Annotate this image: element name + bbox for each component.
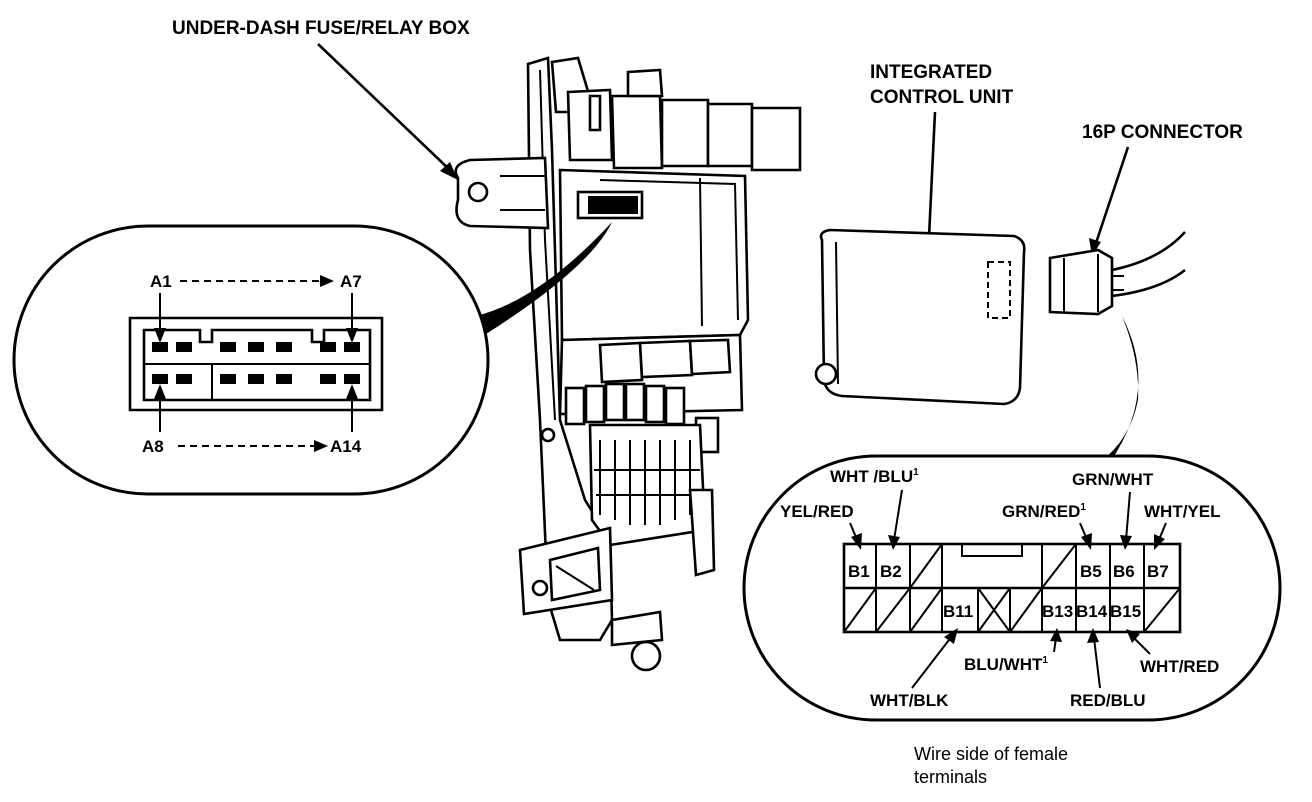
connector-b-leaders [849, 489, 1167, 689]
callout-wedge-b [1100, 316, 1139, 462]
caption-line1: Wire side of female [914, 744, 1068, 764]
wire-label-wht-red: WHT/RED [1140, 657, 1219, 676]
fuse-box-label: UNDER-DASH FUSE/RELAY BOX [172, 18, 470, 39]
icu-label-line1: INTEGRATED [870, 62, 992, 83]
integrated-control-unit-illustration [814, 228, 1026, 406]
16p-connector-illustration [1048, 231, 1186, 316]
wire-label-wht-blk: WHT/BLK [870, 691, 949, 710]
terminal-b11: B11 [943, 602, 973, 621]
terminal-b14: B14 [1076, 602, 1108, 621]
terminal-b7: B7 [1147, 562, 1169, 581]
connector-b-detail: B1 B2 B5 B6 B7 B11 B13 B14 B15 YEL/RED W… [742, 454, 1282, 722]
footnote-mark: 1 [913, 467, 919, 478]
fuse-relay-box-illustration [454, 56, 802, 672]
terminal-b15: B15 [1110, 602, 1141, 621]
terminal-b2: B2 [880, 562, 902, 581]
wire-label-yel-red: YEL/RED [780, 502, 854, 521]
terminal-b5: B5 [1080, 562, 1102, 581]
fuse-box-leader [317, 43, 453, 173]
terminal-b1: B1 [848, 562, 870, 581]
wire-label-wht-yel: WHT/YEL [1144, 502, 1221, 521]
wire-label-blu-wht: BLU/WHT1 [964, 655, 1048, 674]
caption-line2: terminals [914, 767, 987, 787]
footnote-mark: 1 [1080, 502, 1086, 513]
pin-a1-label: A1 [150, 272, 172, 291]
connector-label: 16P CONNECTOR [1082, 122, 1243, 143]
terminal-b13: B13 [1042, 602, 1073, 621]
connector-a-detail: A1 A7 A8 A14 [12, 224, 490, 496]
pin-a7-label: A7 [340, 272, 362, 291]
connector-a-pins-top [152, 342, 360, 352]
wire-label-red-blu: RED/BLU [1070, 691, 1146, 710]
connector-a-pins-bottom [152, 374, 360, 384]
fuse-box-leader-arrow [440, 162, 458, 180]
pin-a14-label: A14 [330, 437, 362, 456]
callout-wedge-a [476, 222, 612, 334]
wire-label-grn-wht: GRN/WHT [1072, 470, 1154, 489]
icu-label-line2: CONTROL UNIT [870, 87, 1014, 108]
pin-a8-label: A8 [142, 437, 164, 456]
wire-label-wht-blu: WHT /BLU1 [830, 467, 919, 486]
footnote-mark: 1 [1042, 655, 1048, 666]
wire-label-grn-red: GRN/RED1 [1002, 502, 1086, 521]
connector-leader [1093, 146, 1130, 247]
terminal-b6: B6 [1113, 562, 1135, 581]
